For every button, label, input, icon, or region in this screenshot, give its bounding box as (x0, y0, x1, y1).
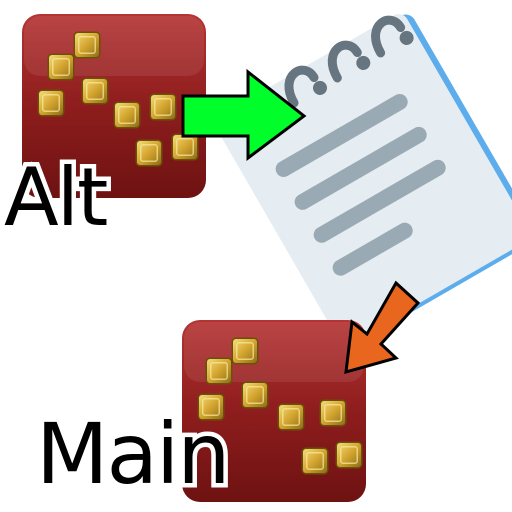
arrow-right-icon (181, 68, 307, 161)
alt-label: Alt (0, 151, 113, 244)
alt-app-icon (22, 14, 206, 198)
main-label: Main (32, 405, 236, 503)
main-app-icon (182, 320, 366, 502)
arrow-down-left-icon (344, 280, 421, 375)
spiral-notepad-icon (215, 14, 512, 345)
